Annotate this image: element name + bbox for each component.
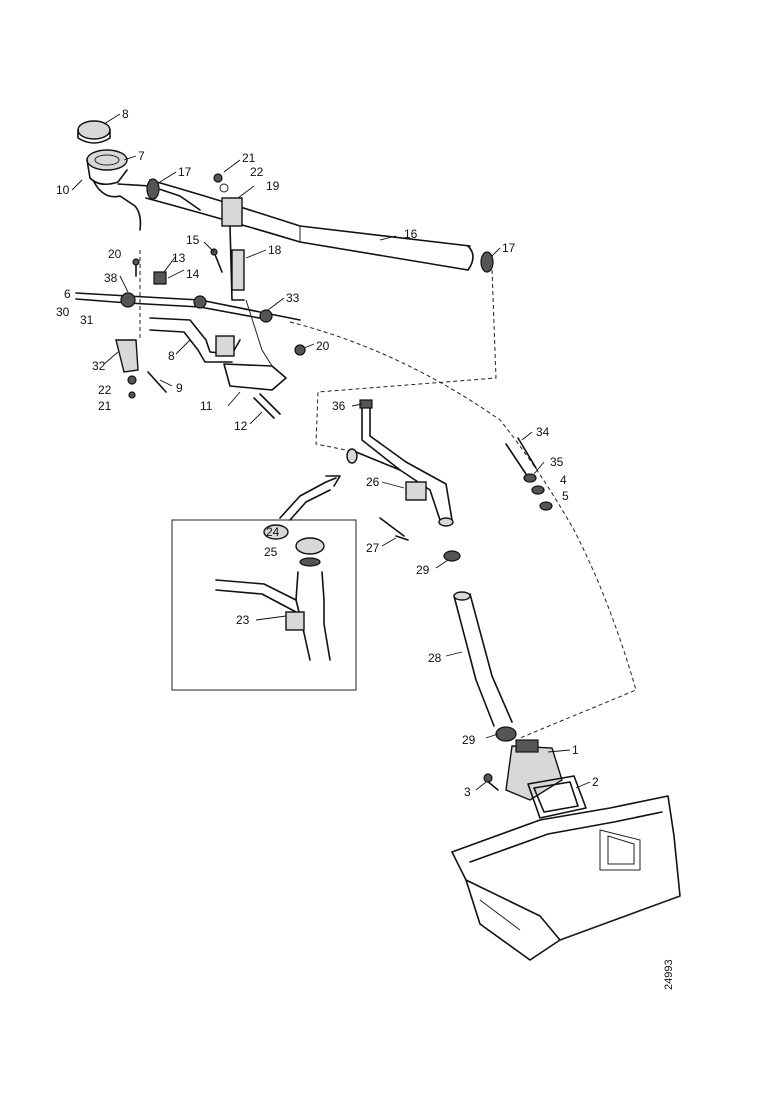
callout-17a: 17 bbox=[178, 165, 192, 179]
filler-hose-16 bbox=[145, 179, 474, 271]
bolt-20a bbox=[132, 258, 140, 277]
callout-23: 23 bbox=[236, 613, 250, 627]
callout-1: 1 bbox=[572, 743, 579, 757]
routing-lines bbox=[139, 250, 637, 739]
bracket-8 bbox=[149, 317, 241, 363]
filler-neck bbox=[86, 149, 201, 231]
callout-11: 11 bbox=[200, 399, 213, 413]
callout-33: 33 bbox=[286, 291, 300, 305]
callout-32: 32 bbox=[92, 359, 106, 373]
callout-21b: 21 bbox=[98, 399, 112, 413]
gasket-2 bbox=[527, 775, 587, 819]
bracket-19 bbox=[221, 197, 245, 301]
callout-34: 34 bbox=[536, 425, 550, 439]
callout-6: 6 bbox=[64, 287, 71, 301]
callouts: 8 7 10 17 21 22 19 16 17 15 18 20 13 14 … bbox=[56, 107, 599, 799]
clamp-29a bbox=[443, 550, 461, 562]
callout-20b: 20 bbox=[316, 339, 330, 353]
callout-4: 4 bbox=[560, 473, 567, 487]
breather-hose-34 bbox=[505, 437, 537, 475]
oil-pipe-26 bbox=[346, 407, 454, 527]
callout-27: 27 bbox=[366, 541, 380, 555]
callout-12: 12 bbox=[234, 419, 248, 433]
callout-10: 10 bbox=[56, 183, 70, 197]
callout-28: 28 bbox=[428, 651, 442, 665]
callout-14: 14 bbox=[186, 267, 200, 281]
oil-pump-flange-1 bbox=[505, 739, 563, 801]
callout-29b: 29 bbox=[462, 733, 476, 747]
bolt-9 bbox=[147, 371, 167, 393]
bolt-3 bbox=[483, 773, 499, 791]
inset-box bbox=[171, 475, 357, 691]
callout-3: 3 bbox=[464, 785, 471, 799]
filler-cap bbox=[77, 120, 111, 144]
callout-19: 19 bbox=[266, 179, 280, 193]
callout-8b: 8 bbox=[168, 349, 175, 363]
callout-16: 16 bbox=[404, 227, 418, 241]
callout-30: 30 bbox=[56, 305, 70, 319]
callout-25: 25 bbox=[264, 545, 278, 559]
callout-24: 24 bbox=[266, 525, 280, 539]
callout-21a: 21 bbox=[242, 151, 256, 165]
callout-31: 31 bbox=[80, 313, 94, 327]
nut-20b bbox=[294, 344, 306, 356]
drawing-code: 24993 bbox=[663, 959, 675, 990]
callout-17b: 17 bbox=[502, 241, 516, 255]
bolt-27 bbox=[379, 517, 409, 541]
callout-20a: 20 bbox=[108, 247, 122, 261]
callout-22a: 22 bbox=[250, 165, 264, 179]
callout-22b: 22 bbox=[98, 383, 112, 397]
bolt-15 bbox=[210, 248, 223, 273]
hose-clamp-17b bbox=[480, 251, 494, 273]
callout-7: 7 bbox=[138, 149, 145, 163]
clip-13 bbox=[153, 271, 167, 285]
callout-18: 18 bbox=[268, 243, 282, 257]
hose-clamp-17a bbox=[146, 178, 160, 200]
callout-5: 5 bbox=[562, 489, 569, 503]
callout-8: 8 bbox=[122, 107, 129, 121]
callout-15: 15 bbox=[186, 233, 200, 247]
bracket-18 bbox=[231, 249, 245, 291]
clamp-29b bbox=[495, 726, 517, 742]
fittings-35-4-5 bbox=[523, 473, 553, 511]
hose-28 bbox=[453, 591, 513, 727]
callout-9: 9 bbox=[176, 381, 183, 395]
callout-26: 26 bbox=[366, 475, 380, 489]
oil-sump bbox=[451, 795, 681, 961]
bolt-21-22a bbox=[213, 173, 229, 193]
callout-2: 2 bbox=[592, 775, 599, 789]
callout-29a: 29 bbox=[416, 563, 430, 577]
callout-35: 35 bbox=[550, 455, 564, 469]
bracket-11 bbox=[223, 299, 287, 391]
leader-lines bbox=[71, 113, 591, 791]
bolt-12 bbox=[253, 393, 281, 419]
callout-13: 13 bbox=[172, 251, 186, 265]
dipstick-tube bbox=[75, 292, 301, 323]
callout-38: 38 bbox=[104, 271, 118, 285]
bracket-32 bbox=[115, 339, 139, 399]
callout-36: 36 bbox=[332, 399, 346, 413]
